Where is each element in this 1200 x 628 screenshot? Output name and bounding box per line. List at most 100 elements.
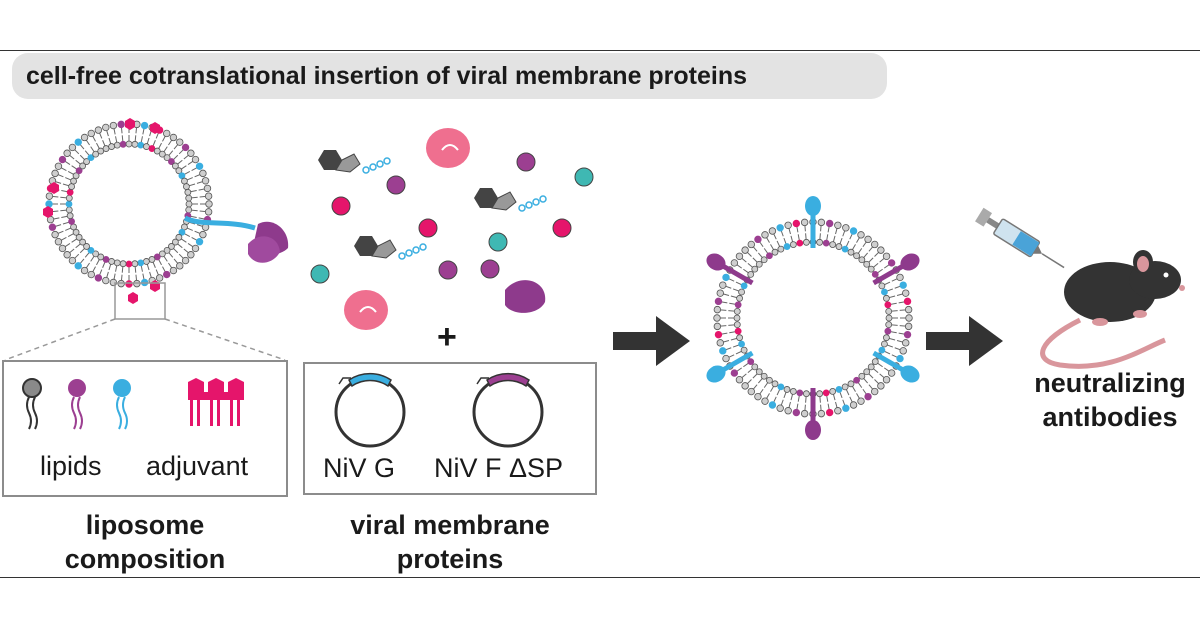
lipid-head <box>792 408 801 417</box>
proteoliposome-membrane <box>706 196 920 440</box>
lipid-head <box>713 322 722 331</box>
liposome-composition-caption: liposome composition <box>30 508 260 576</box>
lipid-head <box>48 223 57 231</box>
lipid-head <box>817 218 826 227</box>
lipid-head <box>178 172 186 180</box>
lipid-head <box>864 235 872 244</box>
lipid-head <box>199 230 207 239</box>
lipid-head <box>201 177 210 185</box>
lipid-head <box>83 158 90 165</box>
membrane-protein-head <box>900 365 920 383</box>
lipid-head <box>825 219 834 228</box>
lipid-head <box>896 354 904 363</box>
lipid-head <box>885 321 893 329</box>
lipid-head <box>83 243 90 250</box>
lipid-head <box>884 327 892 335</box>
lipid-head <box>58 155 67 164</box>
lipid-head <box>204 208 213 216</box>
lipid-head <box>176 262 184 270</box>
lipid-head <box>738 340 745 348</box>
lipid-head <box>714 297 723 306</box>
caption-line: antibodies <box>1042 402 1178 432</box>
lipid-head <box>771 380 779 388</box>
caption-line: liposome <box>85 510 205 540</box>
amino-acid-icon <box>310 264 330 284</box>
adjuvant-head <box>125 118 135 130</box>
plasmid-icons <box>334 373 544 448</box>
lipid-head <box>119 140 127 148</box>
lipid-head <box>58 244 67 253</box>
lipid-head <box>829 241 837 248</box>
lipid-head <box>175 233 183 241</box>
lipid-head <box>776 224 784 232</box>
lipid-head <box>755 368 763 376</box>
lipid-head <box>871 387 879 396</box>
lipid-head <box>45 200 53 208</box>
lipid-head <box>783 386 791 393</box>
lipid-head <box>829 388 837 395</box>
niv-f-plasmid-icon <box>472 373 544 448</box>
lipid-head <box>195 162 204 170</box>
caption-line: neutralizing <box>1034 368 1186 398</box>
lipid-head <box>834 221 842 229</box>
lipid-head <box>97 147 105 155</box>
lipid-head <box>776 404 784 412</box>
niv-g-label: NiV G <box>323 453 396 483</box>
lipid-head <box>68 143 77 152</box>
lipid-head <box>760 256 768 264</box>
membrane-protein-head <box>900 253 920 271</box>
lipid-head <box>783 243 791 250</box>
amino-acid-icon <box>418 218 438 238</box>
lipid-head <box>54 162 63 170</box>
lipid-head <box>887 259 896 267</box>
outcome-caption: neutralizing antibodies <box>1010 366 1200 434</box>
lipid-head <box>51 230 59 239</box>
lipid-head <box>171 238 179 246</box>
lipid-head <box>904 322 913 331</box>
lipid-head <box>754 235 762 244</box>
bottom-rule <box>0 577 1200 578</box>
lipid-head <box>730 369 739 377</box>
lipid-head <box>741 382 749 390</box>
ribosome-icon <box>344 290 388 330</box>
lipid-head <box>137 141 145 149</box>
lipid-head <box>736 334 743 342</box>
top-rule <box>0 50 1200 51</box>
lipid-head <box>878 282 886 290</box>
lipid-head <box>66 188 74 196</box>
ribosome-icon <box>505 280 546 313</box>
lipid-head <box>102 276 110 285</box>
lipid-head <box>884 301 892 309</box>
lipid-head <box>97 253 105 261</box>
amino-acid-icon <box>552 218 572 238</box>
lipid-head <box>65 194 73 202</box>
arrow-right-1 <box>613 316 690 366</box>
lipids-label: lipids <box>40 451 102 481</box>
liposome-membrane <box>43 118 213 304</box>
membrane-protein-head <box>805 420 821 440</box>
caption-line: composition <box>64 544 226 574</box>
lipid-head <box>878 346 886 354</box>
lipid-head <box>68 183 75 190</box>
lipid-head <box>716 289 724 297</box>
membrane-protein-stalk <box>721 263 754 286</box>
lipid-head <box>766 252 773 260</box>
lipid-head <box>163 246 171 254</box>
lipid-head <box>175 167 183 175</box>
lipid-head <box>733 307 741 315</box>
trna-molecule-icon <box>354 236 427 260</box>
lipid-head <box>199 169 207 178</box>
trna-molecule-icon <box>318 150 391 174</box>
lipid-head <box>176 138 184 146</box>
lipid-head <box>169 266 178 275</box>
lipid-head <box>885 307 893 315</box>
lipid-head <box>741 246 749 254</box>
lipid-head <box>755 260 763 268</box>
lipid-head <box>158 250 166 258</box>
lipid-head <box>163 154 171 162</box>
lipid-head <box>63 251 71 259</box>
lipid-head <box>761 397 769 405</box>
lipid-head <box>719 281 727 289</box>
ribosome-icon <box>248 221 289 263</box>
zoom-line-right <box>164 318 286 361</box>
